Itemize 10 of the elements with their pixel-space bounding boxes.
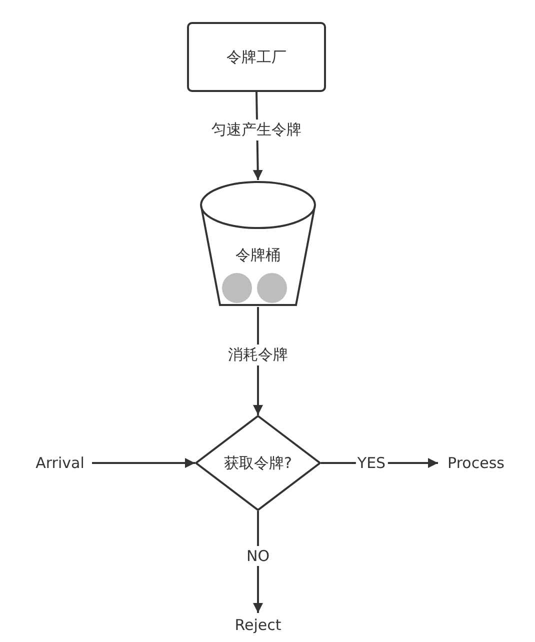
node-label: Arrival: [36, 454, 84, 472]
arrow: [92, 458, 195, 468]
node-label: Reject: [234, 616, 282, 634]
node-text: 获取令牌?: [224, 454, 292, 472]
edge-label: 消耗令牌: [226, 344, 290, 366]
node-label: Process: [448, 454, 504, 472]
node-text: 令牌工厂: [226, 48, 286, 66]
node-text: 令牌桶: [236, 246, 280, 265]
edge-label: 匀速产生令牌: [210, 120, 304, 140]
process-box: [187, 22, 326, 92]
